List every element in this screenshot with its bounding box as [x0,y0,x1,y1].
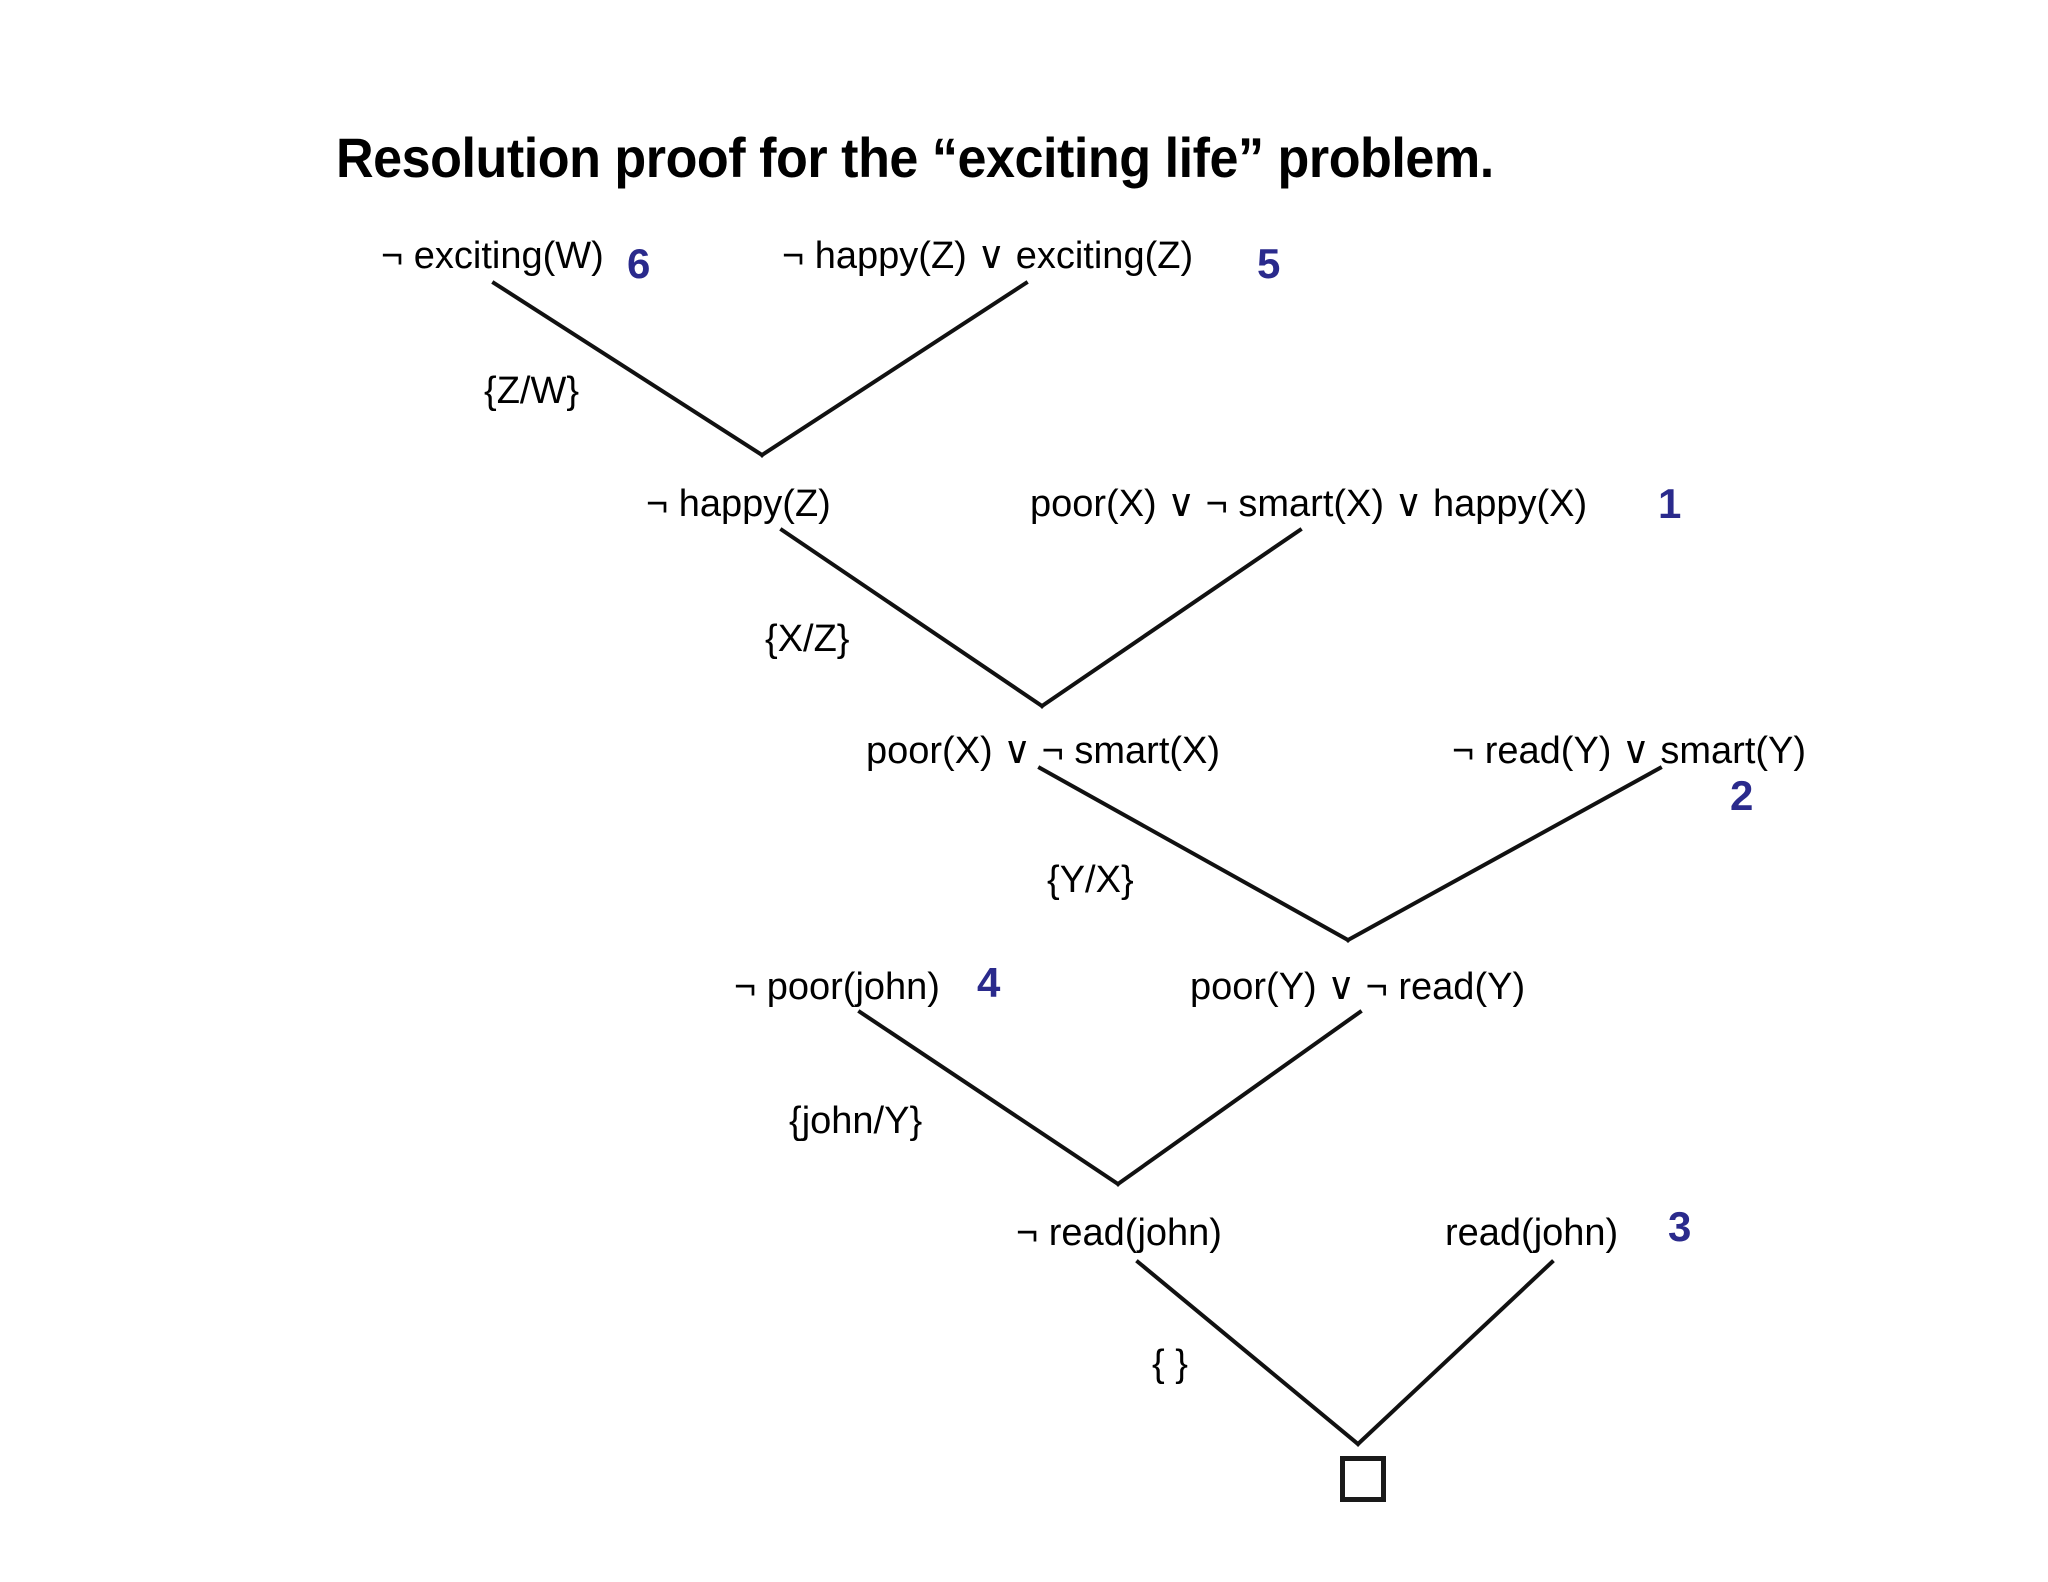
clause-6: ¬ exciting(W) [381,235,604,277]
edge-2-to-r3 [1345,765,1663,943]
edge-6-to-r1 [491,280,765,458]
clause-number-6: 6 [627,240,651,287]
clause-3: read(john) [1445,1212,1619,1254]
resolvent-poor-not-smart: poor(X) ∨ ¬ smart(X) [866,730,1221,772]
clause-number-2: 2 [1730,772,1754,819]
resolvent-not-happy-z: ¬ happy(Z) [646,483,831,525]
clause-4: ¬ poor(john) [734,966,940,1008]
clause-number-3: 3 [1668,1203,1692,1250]
substitution-john-y: {john/Y} [789,1100,923,1142]
clause-number-5: 5 [1257,240,1281,287]
edge-3-to-box [1355,1259,1555,1447]
edge-r2-to-r3 [1037,765,1351,943]
substitution-y-x: {Y/X} [1047,859,1134,901]
clause-number-1: 1 [1658,480,1682,527]
substitution-empty: { } [1152,1343,1188,1385]
substitution-z-w: {Z/W} [484,370,580,412]
clause-5: ¬ happy(Z) ∨ exciting(Z) [782,235,1194,277]
edge-1-to-r2 [1039,527,1303,709]
empty-clause-box [1340,1456,1386,1502]
clause-number-4: 4 [977,959,1001,1006]
edge-4-to-r4 [857,1009,1121,1187]
clause-1: poor(X) ∨ ¬ smart(X) ∨ happy(X) [1030,483,1588,525]
clause-2: ¬ read(Y) ∨ smart(Y) [1452,730,1807,772]
resolvent-not-read-john: ¬ read(john) [1016,1212,1222,1254]
edge-5-to-r1 [759,280,1029,458]
substitution-x-z: {X/Z} [765,618,850,660]
edge-r3-to-r4 [1115,1009,1363,1187]
resolvent-poor-not-read: poor(Y) ∨ ¬ read(Y) [1190,966,1526,1008]
page-title: Resolution proof for the “exciting life”… [336,126,1494,189]
